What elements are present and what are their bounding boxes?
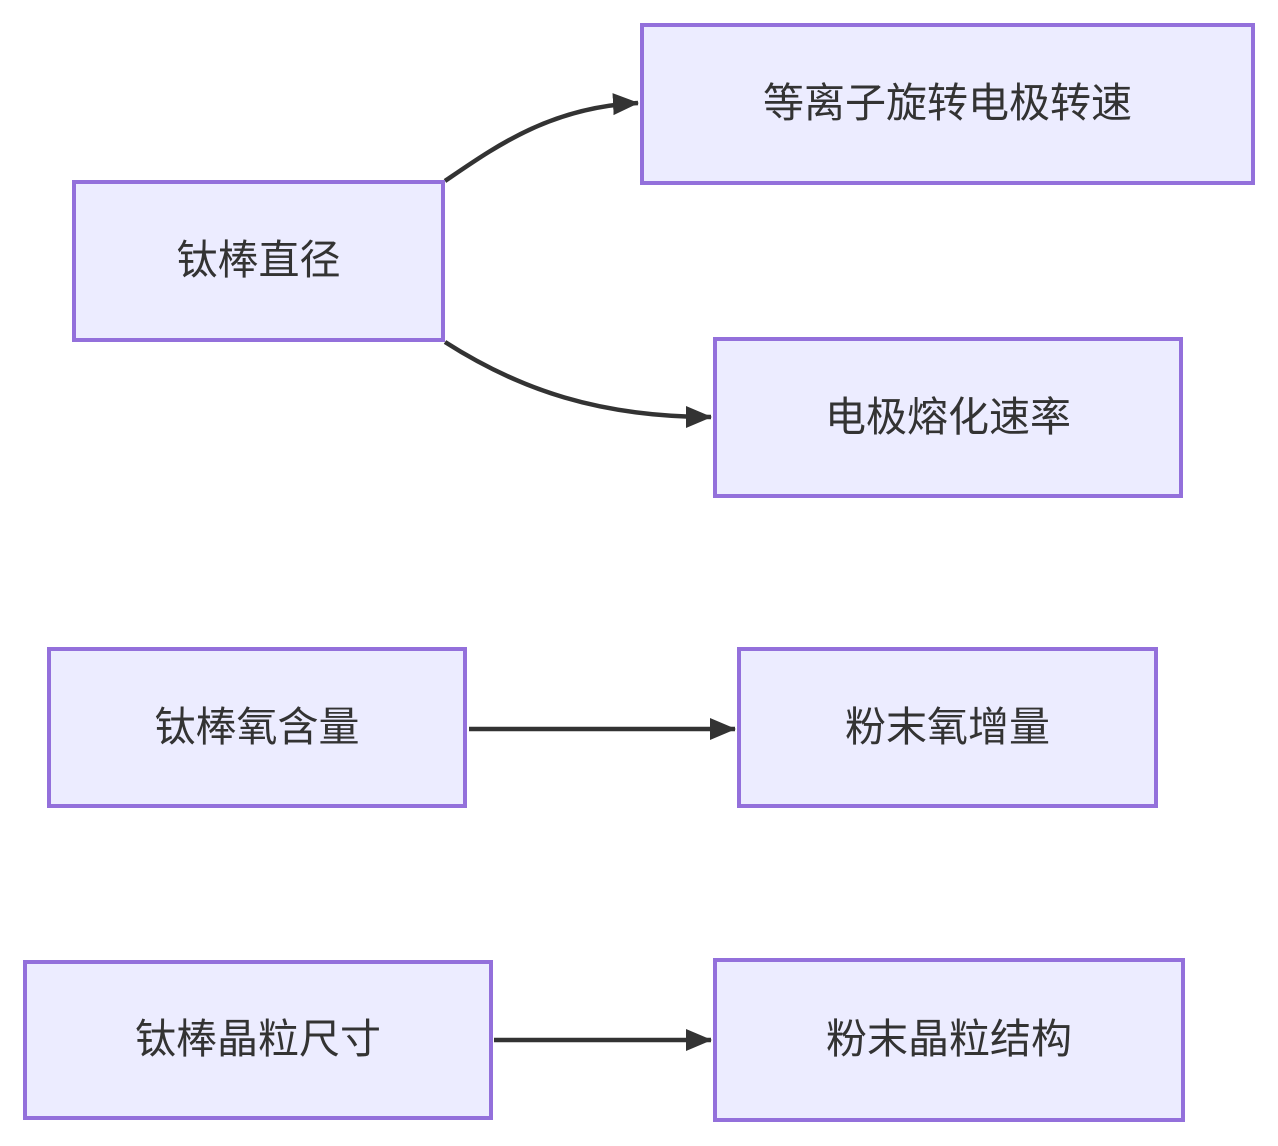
node-powder-oxygen-increase: 粉末氧增量 — [737, 647, 1158, 808]
edge-diameter-to-speed — [443, 93, 639, 183]
node-powder-grain-structure: 粉末晶粒结构 — [713, 958, 1185, 1122]
node-titanium-rod-oxygen-content: 钛棒氧含量 — [47, 647, 467, 808]
edge-diameter-to-melt-rate — [443, 340, 712, 428]
node-label: 钛棒直径 — [176, 237, 341, 284]
node-titanium-rod-grain-size: 钛棒晶粒尺寸 — [23, 960, 493, 1120]
node-label: 钛棒氧含量 — [154, 703, 360, 750]
node-label: 粉末氧增量 — [845, 703, 1050, 750]
node-electrode-melting-rate: 电极熔化速率 — [713, 337, 1183, 498]
node-label: 钛棒晶粒尺寸 — [135, 1016, 381, 1063]
node-label: 粉末晶粒结构 — [826, 1016, 1072, 1063]
node-label: 电极熔化速率 — [825, 393, 1071, 440]
node-label: 等离子旋转电极转速 — [763, 80, 1132, 127]
node-titanium-rod-diameter: 钛棒直径 — [72, 180, 445, 342]
node-plasma-rotating-electrode-speed: 等离子旋转电极转速 — [640, 23, 1255, 185]
